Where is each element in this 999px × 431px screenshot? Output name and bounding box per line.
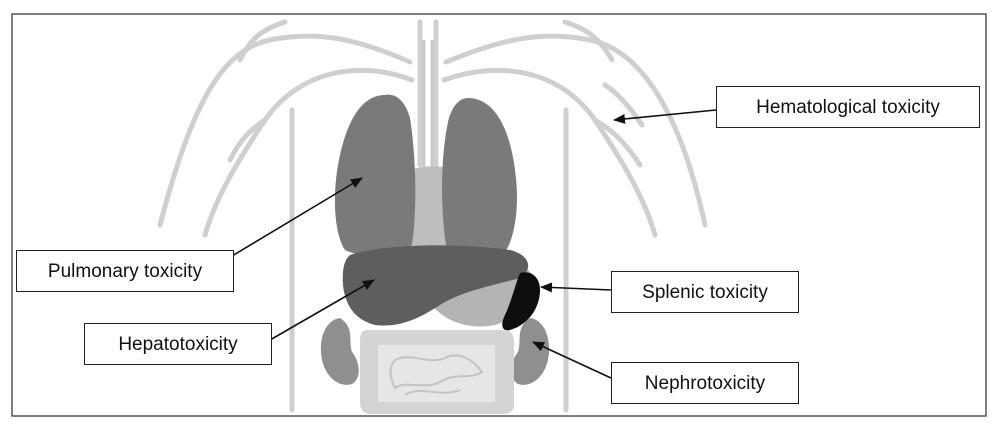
figure-frame [11, 13, 987, 417]
label-hematological-toxicity: Hematological toxicity [716, 86, 980, 128]
label-pulmonary-toxicity: Pulmonary toxicity [16, 250, 234, 292]
label-splenic-toxicity: Splenic toxicity [611, 271, 799, 313]
label-nephrotoxicity: Nephrotoxicity [611, 362, 799, 404]
right-kidney [511, 318, 550, 385]
arrow-splenic [540, 282, 612, 293]
trachea [422, 40, 434, 175]
intestines [360, 330, 514, 414]
left-lung [334, 94, 416, 255]
arrow-hematological [613, 109, 717, 124]
liver [342, 245, 529, 326]
label-hepatotoxicity: Hepatotoxicity [84, 323, 272, 365]
arrow-pulmonary [231, 177, 363, 257]
body-outline [157, 19, 708, 413]
arrow-hepato [269, 279, 375, 341]
right-lung [442, 98, 517, 256]
spleen [502, 272, 540, 331]
left-kidney [320, 318, 359, 385]
arrow-nephro [532, 341, 612, 379]
